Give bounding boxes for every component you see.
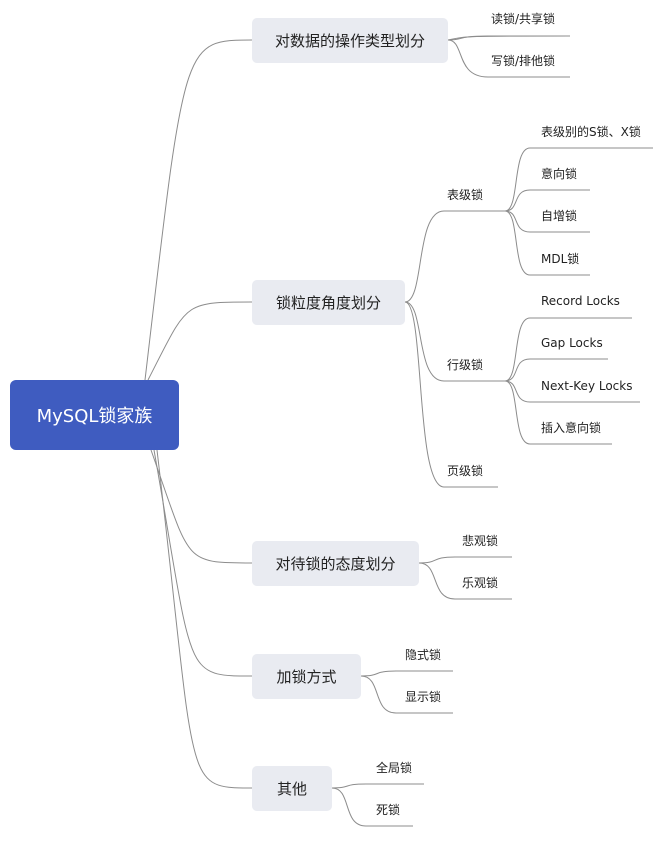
leaf-pessimistic-lock[interactable]: 悲观锁: [462, 534, 499, 548]
leaf-implicit-lock[interactable]: 隐式锁: [405, 648, 442, 662]
cat0-link-b: [447, 39, 570, 78]
table-to-leaf: [504, 210, 590, 233]
category-other[interactable]: 其他: [252, 766, 332, 811]
leaf-auto-inc-lock[interactable]: 自增锁: [541, 209, 578, 223]
cat1-to-page: [404, 301, 498, 488]
leaf-read-lock[interactable]: 读锁/共享锁: [491, 12, 556, 26]
leaf-explicit-lock[interactable]: 显示锁: [405, 690, 442, 704]
category-granularity[interactable]: 锁粒度角度划分: [252, 280, 405, 325]
cat2-link-a: [418, 556, 512, 564]
category-attitude[interactable]: 对待锁的态度划分: [252, 541, 419, 586]
row-to-leaf: [504, 358, 608, 382]
leaf-gap-locks[interactable]: Gap Locks: [541, 336, 603, 350]
leaf-record-locks[interactable]: Record Locks: [541, 294, 620, 308]
row-to-leaf: [504, 380, 612, 445]
leaf-write-lock[interactable]: 写锁/排他锁: [491, 54, 556, 68]
cat1-to-table: [404, 210, 505, 303]
leaf-table-s-x-lock[interactable]: 表级别的S锁、X锁: [541, 125, 641, 139]
cat4-link-b: [331, 787, 413, 827]
leaf-global-lock[interactable]: 全局锁: [376, 761, 413, 775]
root-to-category-link: [156, 449, 253, 789]
cat2-link-b: [418, 562, 512, 600]
cat4-link-a: [331, 783, 424, 789]
leaf-optimistic-lock[interactable]: 乐观锁: [462, 576, 499, 590]
row-to-leaf: [504, 317, 632, 382]
cat0-link-a2: [447, 35, 489, 41]
root-to-category-link: [153, 449, 253, 677]
row-to-leaf: [504, 380, 640, 403]
table-to-leaf: [504, 210, 590, 276]
root-node[interactable]: MySQL锁家族: [10, 380, 179, 450]
group-row-lock[interactable]: 行级锁: [447, 358, 484, 372]
cat3-link-b: [360, 675, 453, 714]
root-to-category-link: [144, 39, 253, 381]
leaf-deadlock[interactable]: 死锁: [376, 803, 401, 817]
group-table-lock[interactable]: 表级锁: [447, 188, 484, 202]
leaf-mdl-lock[interactable]: MDL锁: [541, 252, 580, 266]
group-page-lock[interactable]: 页级锁: [447, 464, 484, 478]
category-operation-type[interactable]: 对数据的操作类型划分: [252, 18, 448, 63]
cat1-to-row: [404, 301, 505, 382]
root-to-category-link: [147, 301, 253, 381]
cat3-link-a: [360, 670, 453, 677]
leaf-intention-lock[interactable]: 意向锁: [541, 167, 578, 181]
category-locking-method[interactable]: 加锁方式: [252, 654, 361, 699]
root-to-category-link: [150, 449, 253, 564]
cat0-link-a: [447, 35, 571, 41]
table-to-leaf: [504, 189, 590, 212]
leaf-insert-intention-lock[interactable]: 插入意向锁: [541, 421, 602, 435]
table-to-leaf: [504, 147, 653, 212]
leaf-next-key-locks[interactable]: Next-Key Locks: [541, 379, 633, 393]
